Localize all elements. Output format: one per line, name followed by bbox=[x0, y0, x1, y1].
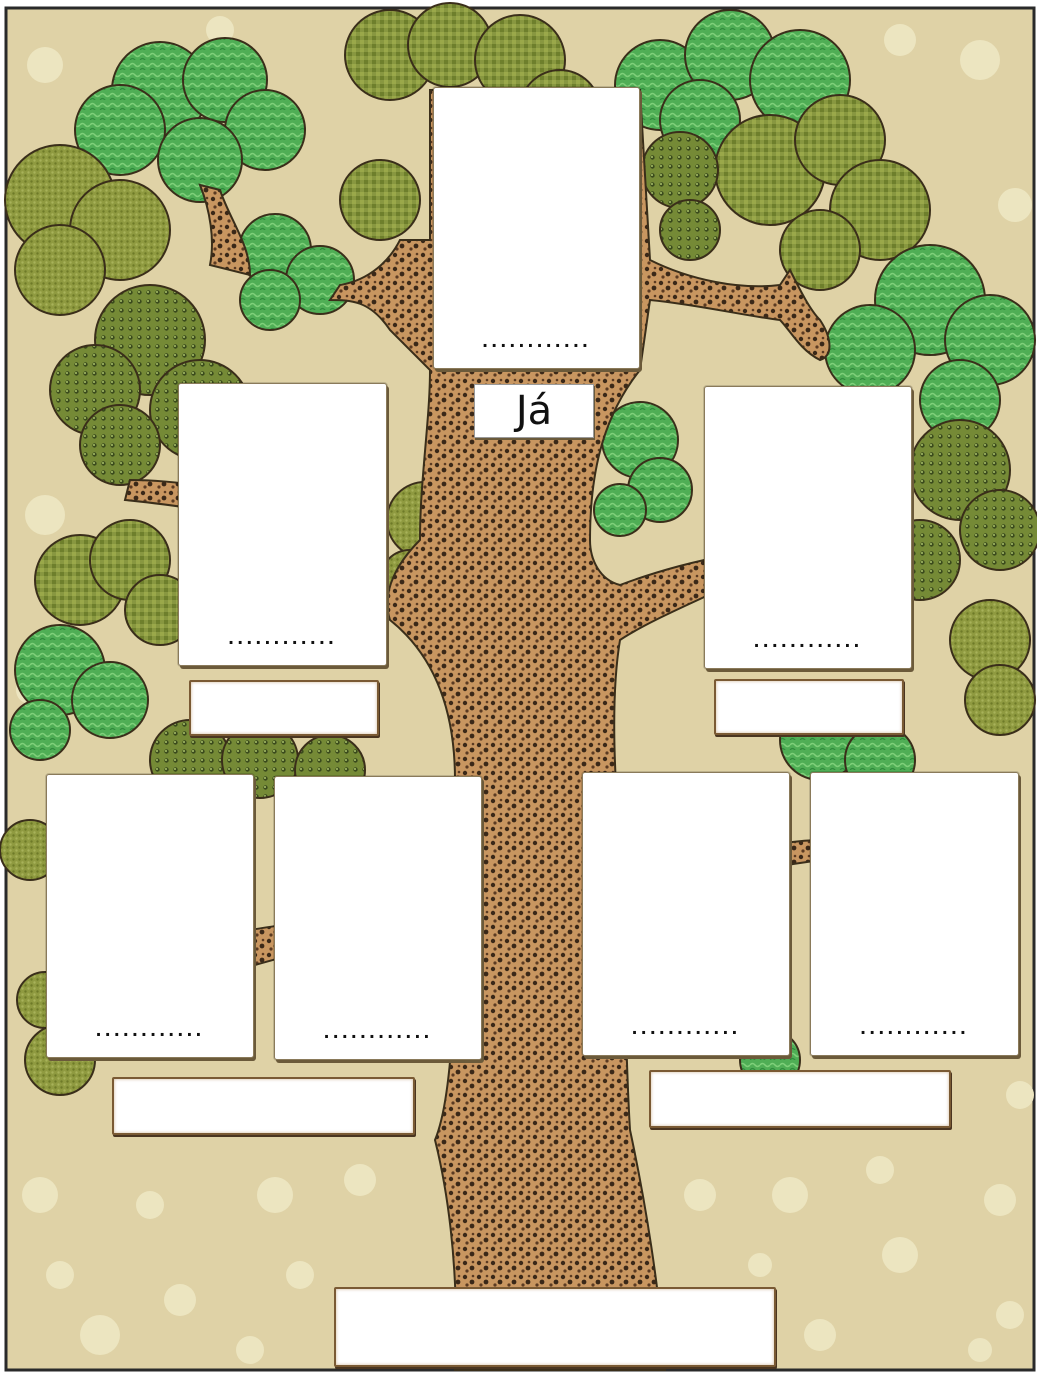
name-line: ............ bbox=[811, 1021, 1018, 1037]
portrait-card-grandparent-4[interactable]: ............ bbox=[810, 772, 1019, 1056]
name-line: ............ bbox=[179, 631, 386, 647]
name-line: ............ bbox=[275, 1025, 481, 1041]
family-name-label[interactable] bbox=[334, 1287, 776, 1367]
portrait-card-parent-left[interactable]: ............ bbox=[178, 383, 387, 666]
grandparents-left-label[interactable] bbox=[112, 1077, 415, 1135]
portrait-card-grandparent-3[interactable]: ............ bbox=[582, 772, 790, 1056]
name-line: ............ bbox=[434, 334, 639, 350]
name-line: ............ bbox=[705, 634, 911, 650]
name-line: ............ bbox=[47, 1023, 253, 1039]
portrait-card-grandparent-1[interactable]: ............ bbox=[46, 774, 254, 1058]
parent-right-label[interactable] bbox=[714, 679, 904, 735]
grandparents-right-label[interactable] bbox=[649, 1070, 951, 1128]
portrait-card-me[interactable]: ............ bbox=[433, 87, 640, 369]
parent-left-label[interactable] bbox=[189, 680, 379, 736]
me-label: Já bbox=[474, 384, 594, 438]
portrait-card-grandparent-2[interactable]: ............ bbox=[274, 776, 482, 1060]
portrait-card-parent-right[interactable]: ............ bbox=[704, 386, 912, 669]
name-line: ............ bbox=[583, 1021, 789, 1037]
